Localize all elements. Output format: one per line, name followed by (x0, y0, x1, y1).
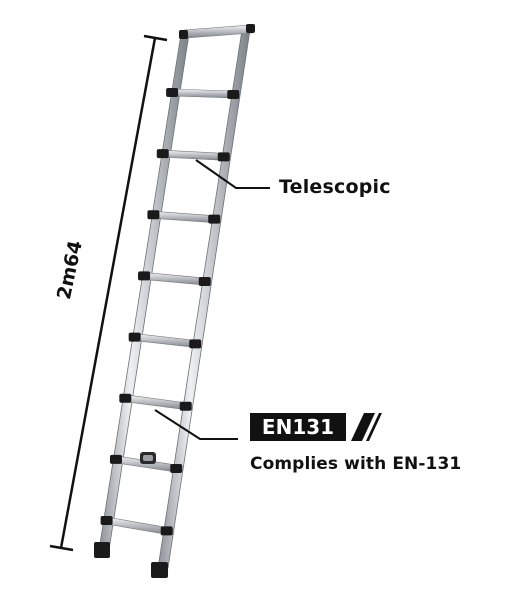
lock-button (140, 452, 156, 464)
telescopic-label: Telescopic (279, 176, 391, 198)
telescopic-leader-line (195, 159, 270, 189)
ladder-rung (119, 393, 192, 411)
ladder-rungs (100, 88, 240, 536)
right-foot (151, 562, 168, 578)
ladder-rung (100, 516, 173, 536)
en131-badge (250, 413, 382, 441)
en131-badge-text: EN131 (261, 415, 335, 439)
left-foot (94, 542, 110, 558)
ladder-rung (166, 88, 240, 99)
compliance-text: Complies with EN-131 (250, 454, 462, 474)
ladder-top-rung (179, 24, 255, 39)
ladder-rung (156, 149, 230, 162)
certification-leader-line (154, 409, 238, 440)
height-dimension (49, 34, 168, 552)
ladder-rung (147, 210, 221, 224)
ladder-feet (94, 542, 168, 578)
ladder-rung (138, 271, 211, 287)
ladder-rails (98, 29, 251, 569)
ladder-rung (128, 332, 202, 349)
